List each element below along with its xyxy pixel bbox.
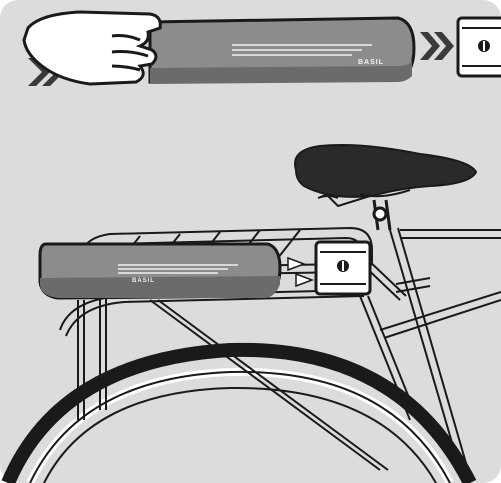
reflective-dots-top: [232, 44, 372, 56]
bag-bottom: BASIL: [40, 244, 280, 298]
battery-mount-icon: [458, 18, 501, 76]
battery-mount-icon: [316, 242, 370, 294]
brand-label-bottom: BASIL: [132, 278, 155, 284]
brand-label-top: BASIL: [358, 59, 384, 66]
bag-top: BASIL: [150, 18, 414, 84]
